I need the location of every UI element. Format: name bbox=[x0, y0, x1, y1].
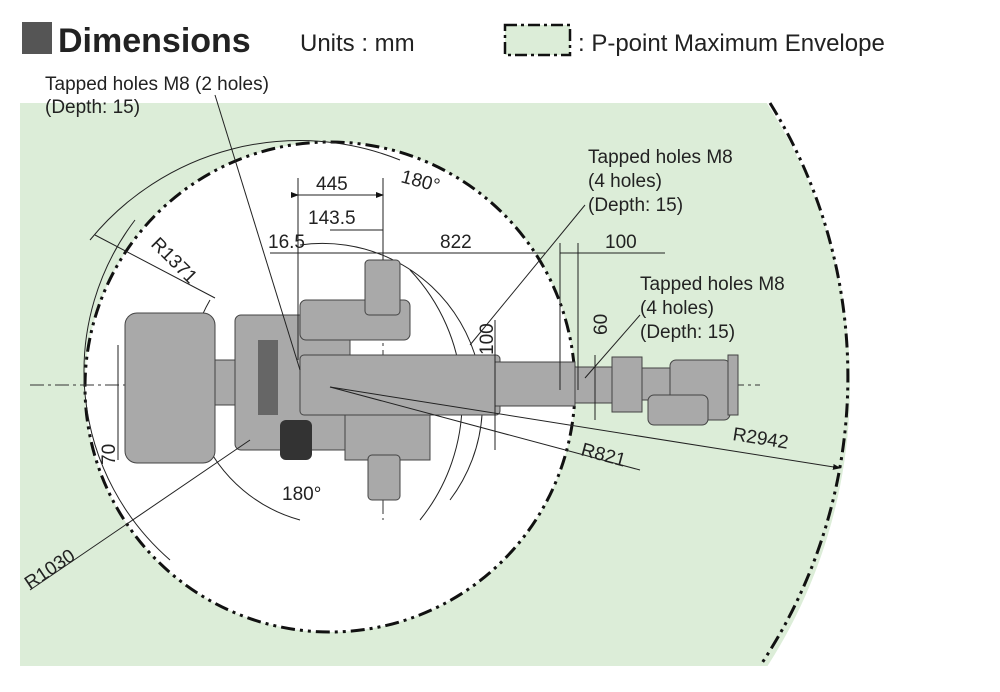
wrist-holes-callout-line2: (4 holes) bbox=[640, 298, 714, 319]
wrist-holes-callout-line3: (Depth: 15) bbox=[640, 322, 735, 343]
arm-holes-callout-line3: (Depth: 15) bbox=[588, 195, 683, 216]
dim-16-5: 16.5 bbox=[268, 232, 305, 253]
dim-70: 70 bbox=[99, 444, 120, 465]
title-square-icon bbox=[22, 22, 52, 54]
envelope-legend-swatch bbox=[503, 23, 572, 57]
r1030-arc bbox=[83, 219, 171, 561]
robot-body bbox=[124, 259, 739, 501]
angle-bottom: 180° bbox=[282, 484, 321, 505]
base-holes-callout-line2: (Depth: 15) bbox=[45, 97, 140, 118]
envelope-legend-label: : P-point Maximum Envelope bbox=[578, 30, 885, 57]
arm-holes-callout-line1: Tapped holes M8 bbox=[588, 147, 733, 168]
page-title: Dimensions bbox=[58, 22, 251, 60]
dim-60: 60 bbox=[591, 314, 612, 335]
wrist-holes-callout-line1: Tapped holes M8 bbox=[640, 274, 785, 295]
dim-143-5: 143.5 bbox=[308, 208, 356, 229]
dim-445: 445 bbox=[316, 174, 348, 195]
arm-holes-callout-line2: (4 holes) bbox=[588, 171, 662, 192]
dim-100-vertical: 100 bbox=[477, 323, 498, 355]
dim-100-top: 100 bbox=[605, 232, 637, 253]
base-holes-callout-line1: Tapped holes M8 (2 holes) bbox=[45, 74, 269, 95]
dim-822: 822 bbox=[440, 232, 472, 253]
units-label: Units : mm bbox=[300, 30, 415, 57]
